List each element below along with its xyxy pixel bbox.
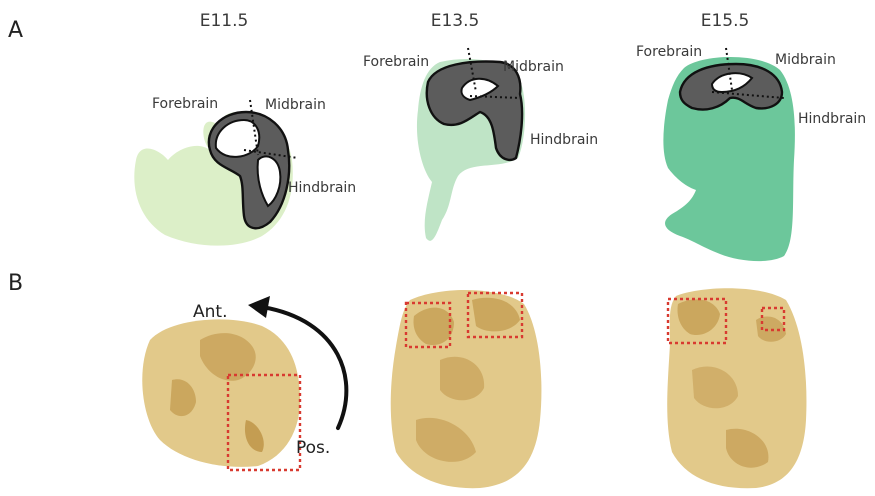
hindbrain-label-e15: Hindbrain — [798, 111, 866, 127]
panel-label-a: A — [8, 18, 23, 43]
stage-label-e15: E15.5 — [701, 11, 750, 31]
section-e15 — [667, 288, 806, 488]
forebrain-label-e13: Forebrain — [363, 54, 429, 70]
section-e11 — [142, 319, 300, 467]
midbrain-label-e15: Midbrain — [775, 52, 836, 68]
forebrain-label-e15: Forebrain — [636, 44, 702, 60]
embryo-e15 — [663, 48, 795, 261]
stage-label-e13: E13.5 — [431, 11, 480, 31]
stage-label-e11: E11.5 — [200, 11, 249, 31]
forebrain-label-e11: Forebrain — [152, 96, 218, 112]
hindbrain-label-e11: Hindbrain — [288, 180, 356, 196]
anterior-label: Ant. — [193, 302, 227, 322]
embryo-e13 — [417, 48, 525, 241]
hindbrain-label-e13: Hindbrain — [530, 132, 598, 148]
midbrain-label-e11: Midbrain — [265, 97, 326, 113]
midbrain-label-e13: Midbrain — [503, 59, 564, 75]
embryo-e11 — [134, 100, 298, 246]
panel-label-b: B — [8, 271, 23, 296]
posterior-label: Pos. — [296, 438, 330, 458]
section-e13 — [391, 290, 542, 488]
ap-arrowhead — [248, 296, 270, 318]
